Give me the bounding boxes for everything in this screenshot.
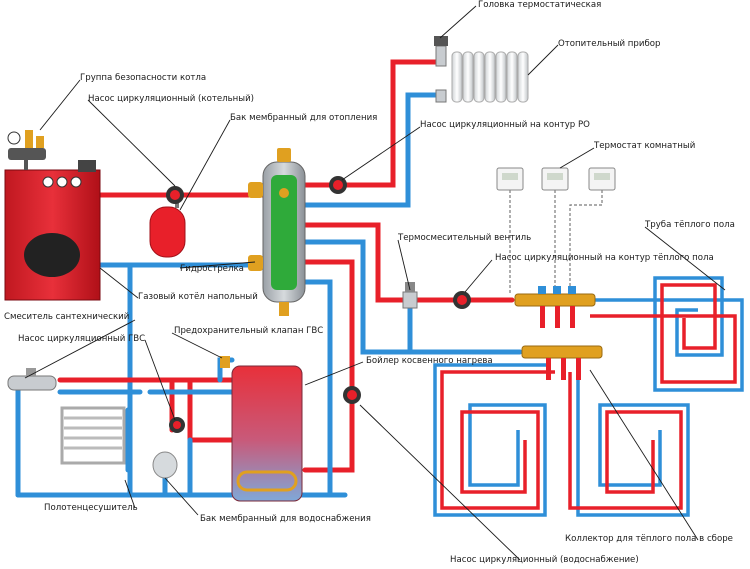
label-gas-boiler: Газовый котёл напольный <box>138 292 258 302</box>
towel-dryer <box>60 406 126 465</box>
safety-group <box>7 130 46 170</box>
mixing-valve <box>402 282 418 309</box>
floor-pump <box>453 291 471 309</box>
label-pump-ro: Насос циркуляционный на контур РО <box>420 120 590 130</box>
indirect-boiler <box>220 356 303 502</box>
gas-boiler <box>4 160 101 301</box>
label-exp-tank-heating: Бак мембранный для отопления <box>230 113 378 123</box>
label-mixing-valve: Термосмесительный вентиль <box>398 233 532 243</box>
boiler-gauge-3 <box>70 176 82 188</box>
floor-loop-right <box>585 276 744 392</box>
label-exp-tank-water: Бак мембранный для водоснабжения <box>200 514 371 524</box>
room-thermostats <box>496 167 616 191</box>
sanitary-mixer <box>7 368 57 391</box>
hydraulic-separator <box>248 148 306 316</box>
labels-layer: Головка термостатическая Отопительный пр… <box>4 0 735 565</box>
leader-lines <box>24 5 726 561</box>
water-pump <box>343 386 361 404</box>
label-room-thermostat: Термостат комнатный <box>594 141 696 151</box>
boiler-gauge-1 <box>42 176 54 188</box>
label-pump-floor: Насос циркуляционный на контур тёплого п… <box>495 253 714 263</box>
label-hydro-arrow: Гидрострелка <box>180 264 244 274</box>
label-radiator: Отопительный прибор <box>558 39 661 49</box>
ro-pump <box>329 176 347 194</box>
label-safety-group: Группа безопасности котла <box>80 73 207 83</box>
label-pump-dhw: Насос циркуляционный ГВС <box>18 334 146 344</box>
label-pump-boiler: Насос циркуляционный (котельный) <box>88 94 255 104</box>
pipes-radiator <box>302 59 443 208</box>
label-floor-pipe: Труба тёплого пола <box>645 220 735 230</box>
expansion-tank-heating <box>149 196 186 258</box>
floor-loop-left-1 <box>433 363 555 517</box>
label-mixer: Смеситель сантехнический <box>4 312 130 322</box>
radiator <box>434 36 529 103</box>
label-towel-dryer: Полотенцесушитель <box>44 503 138 513</box>
thermostat-wires <box>509 190 603 295</box>
floor-loop-left-2 <box>568 365 690 517</box>
label-manifold: Коллектор для тёплого пола в сборе <box>565 534 733 544</box>
boiler-gauge-2 <box>56 176 68 188</box>
dhw-pump <box>169 417 185 433</box>
label-indirect-boiler: Бойлер косвенного нагрева <box>366 356 493 366</box>
label-safety-valve-dhw: Предохранительный клапан ГВС <box>174 326 324 336</box>
label-thermo-head: Головка термостатическая <box>478 0 602 10</box>
boiler-pump <box>166 186 184 204</box>
floor-manifold <box>514 286 603 380</box>
pipes-floor <box>302 222 523 355</box>
expansion-tank-water <box>152 451 178 479</box>
label-pump-water: Насос циркуляционный (водоснабжение) <box>450 555 639 565</box>
